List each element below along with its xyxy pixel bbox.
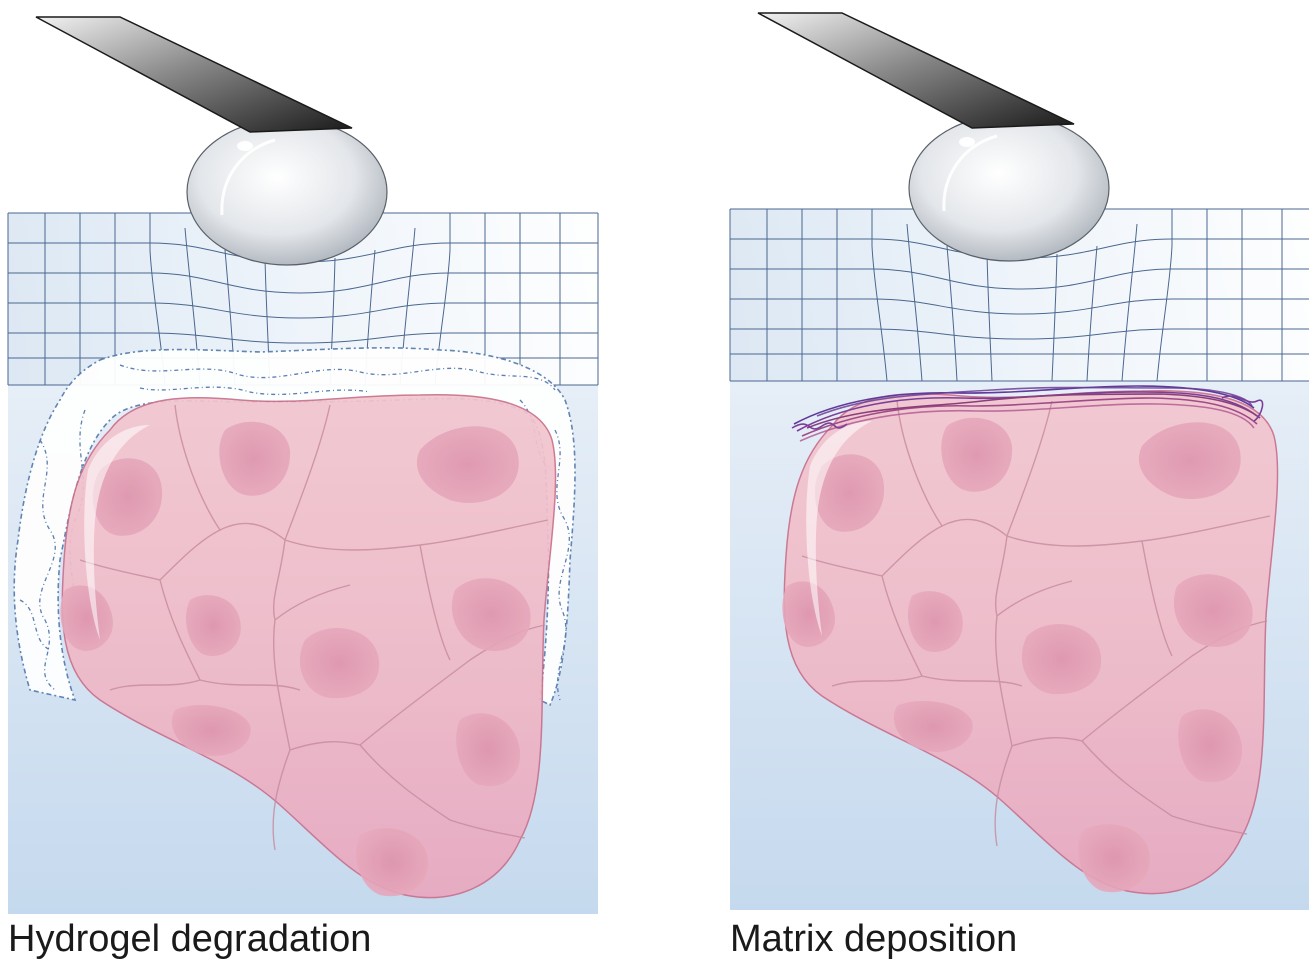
caption-hydrogel-degradation: Hydrogel degradation [8,916,371,962]
panel-matrix-deposition [730,13,1309,910]
bead-icon [909,115,1109,261]
panel-hydrogel-degradation [8,17,598,914]
bead-icon [187,119,387,265]
cantilever-icon [36,17,352,132]
cantilever-icon [758,13,1074,128]
caption-matrix-deposition: Matrix deposition [730,916,1017,962]
